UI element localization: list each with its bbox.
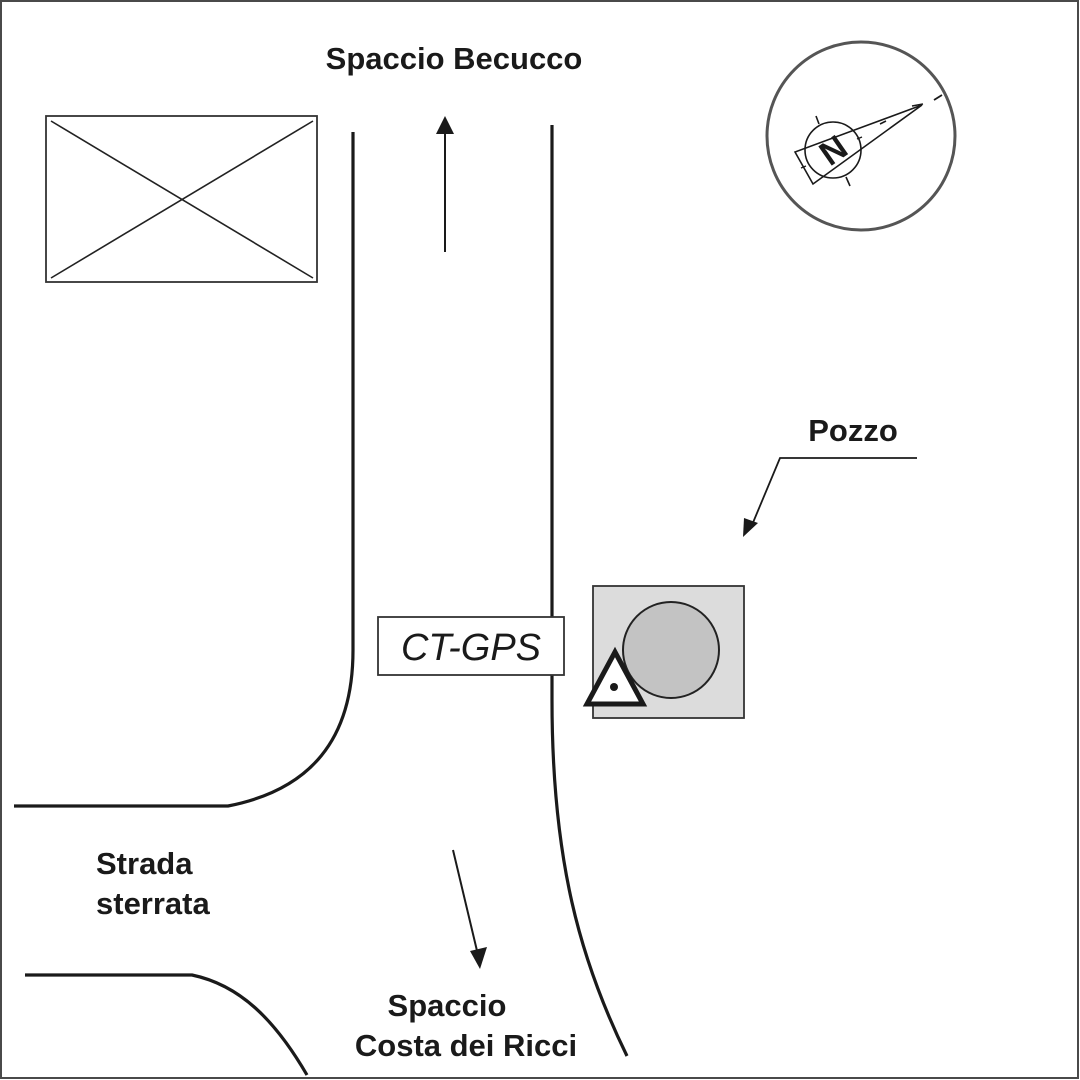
well-leader-arrow-icon <box>743 457 917 537</box>
station-label: CT-GPS <box>401 627 541 669</box>
side-road-label-line1: Strada <box>96 846 193 881</box>
north-destination-label: Spaccio Becucco <box>326 41 583 76</box>
side-road-label-line2: sterrata <box>96 886 210 921</box>
main-road-left-edge <box>14 132 355 808</box>
compass-ring <box>765 40 957 232</box>
arrow-down-icon <box>452 849 487 969</box>
south-destination-label-line1: Spaccio <box>388 988 507 1023</box>
gps-station-marker-icon <box>582 646 648 707</box>
station-label-box: CT-GPS <box>377 616 565 676</box>
well-label: Pozzo <box>808 413 898 448</box>
building-icon <box>45 115 318 283</box>
arrow-up-icon <box>436 116 454 252</box>
compass: N <box>765 40 957 232</box>
side-road-lower-edge <box>25 973 309 1076</box>
south-destination-label-line2: Costa dei Ricci <box>355 1028 577 1063</box>
main-road-right-edge <box>550 125 629 1057</box>
